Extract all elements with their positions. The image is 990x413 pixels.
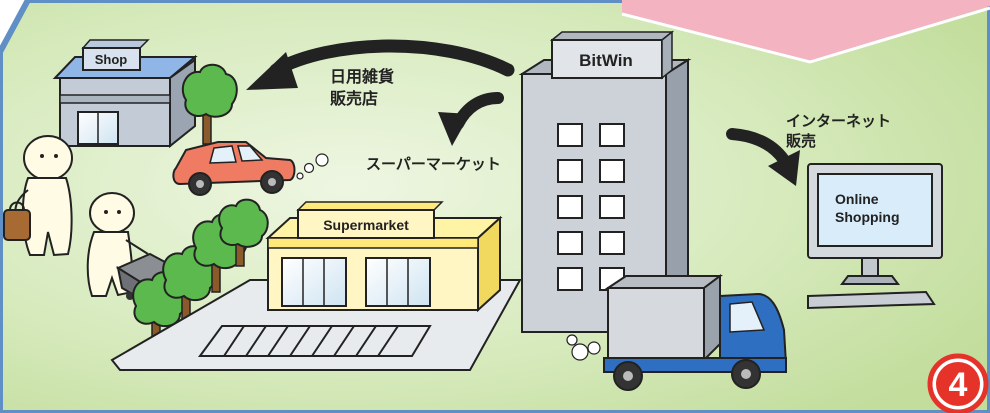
monitor-text-line2: Shopping	[835, 209, 900, 225]
label-internet-line1: インターネット	[786, 112, 891, 130]
label-daily-goods-line2: 販売店	[330, 89, 378, 108]
monitor-text-line1: Online	[835, 191, 879, 207]
bitwin-sign: BitWin	[579, 51, 633, 70]
supermarket-building: Supermarket	[265, 201, 503, 313]
delivery-truck	[566, 274, 788, 391]
shop-sign: Shop	[95, 52, 128, 67]
label-internet-line2: 販売	[786, 132, 816, 150]
tree	[181, 63, 238, 145]
shopper-figure	[3, 135, 73, 257]
label-daily-goods-line1: 日用雑貨	[330, 67, 394, 86]
label-supermarket-jp: スーパーマーケット	[366, 155, 501, 173]
computer-monitor: Online Shopping	[807, 163, 943, 310]
curved-arrow	[726, 128, 800, 186]
pink-banner	[622, 0, 990, 62]
curved-arrow	[438, 92, 504, 146]
curved-arrow	[246, 39, 515, 90]
step-number-badge: 4	[927, 353, 989, 413]
supermarket-sign: Supermarket	[323, 217, 409, 233]
red-car	[172, 141, 329, 196]
shop-building: Shop	[52, 39, 198, 149]
step-number: 4	[949, 366, 968, 404]
tree	[218, 198, 269, 267]
bitwin-tower: BitWin	[518, 30, 692, 334]
